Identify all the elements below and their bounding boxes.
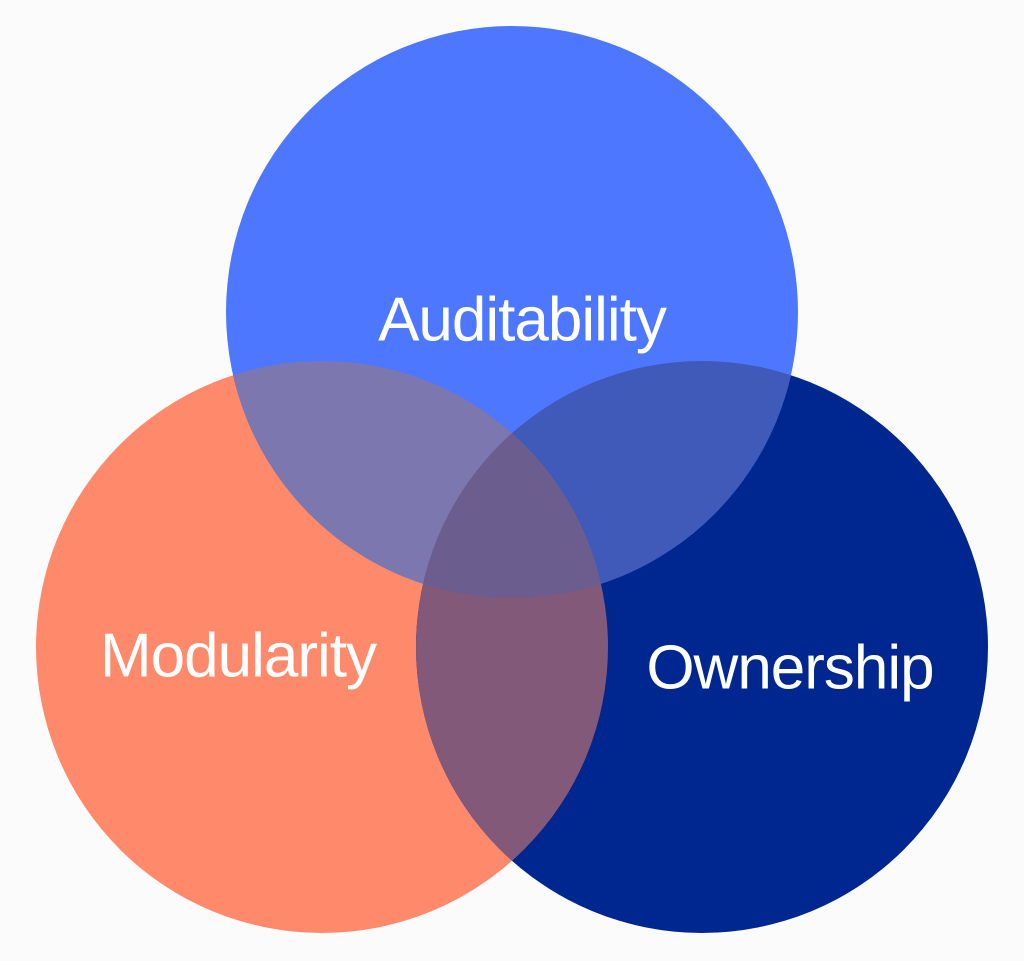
label-modularity: Modularity	[100, 621, 377, 690]
label-ownership: Ownership	[646, 633, 933, 702]
overlap-auditability-modularity	[226, 361, 608, 598]
overlap-auditability-ownership	[416, 361, 798, 598]
label-auditability: Auditability	[378, 285, 667, 354]
overlap-center	[416, 361, 608, 598]
